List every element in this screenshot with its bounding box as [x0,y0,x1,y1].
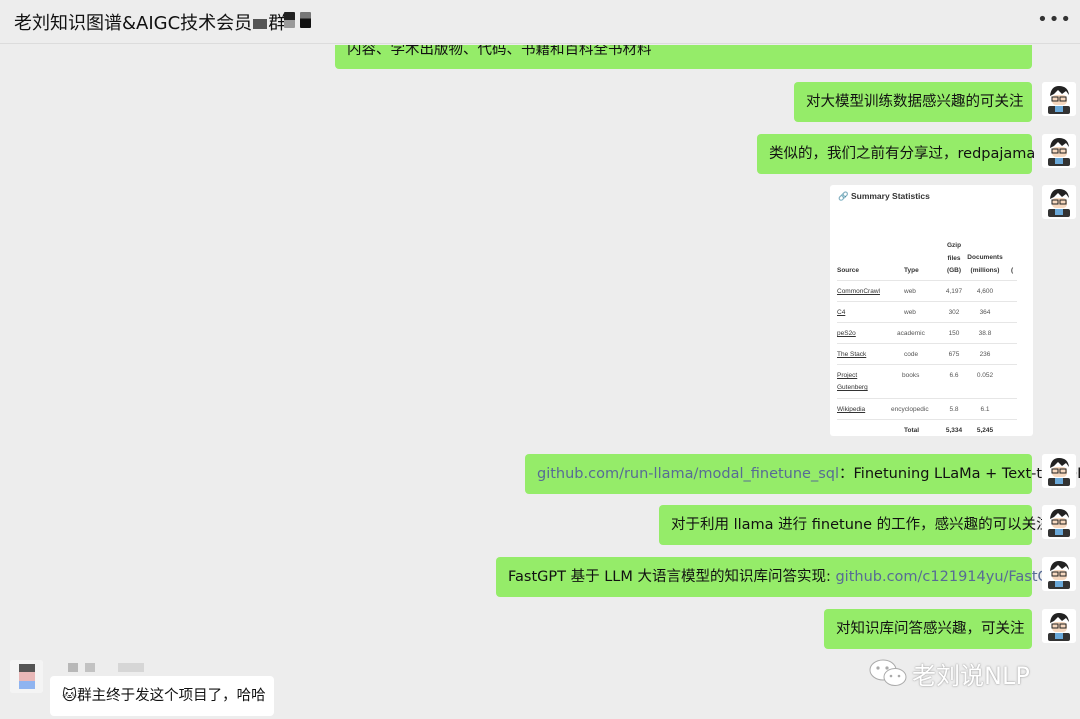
avatar[interactable] [10,660,43,693]
sender-name-blurred [54,663,149,673]
column-header: Type [904,267,919,274]
avatar[interactable] [1042,609,1076,643]
cartoon-avatar-icon [1042,134,1076,168]
cartoon-avatar-icon [1042,454,1076,488]
table-cell: 5.8 [949,406,959,413]
column-header: Gzip files (GB) [946,242,962,274]
table-cell: C4 [837,309,846,316]
message-bubble[interactable]: FastGPT 基于 LLM 大语言模型的知识库问答实现: github.com… [496,557,1066,597]
message-text: 对知识库问答感兴趣，可关注 [836,621,1025,637]
avatar[interactable] [1042,454,1076,488]
table-cell: 6.1 [980,406,990,413]
table-cell: 4,600 [976,288,994,295]
table-cell: academic [897,330,925,337]
table-cell: 150 [948,330,960,337]
cartoon-avatar-icon [1042,505,1076,539]
blurred-group-count [300,12,311,28]
table-cell: Total [904,427,920,434]
message-bubble[interactable]: 对于利用 llama 进行 finetune 的工作，感兴趣的可以关注 [659,505,1051,545]
message-bubble[interactable]: 内容、学术出版物、代码、书籍和百科全书材料 [335,45,1032,69]
more-dots-icon[interactable]: ••• [1037,9,1072,30]
table-cell: 6.6 [949,372,959,379]
cartoon-avatar-icon [1042,609,1076,643]
wechat-logo-icon [869,659,907,686]
message-text: 内容、学术出版物、代码、书籍和百科全书材料 [347,45,652,58]
message-text: 对于利用 llama 进行 finetune 的工作，感兴趣的可以关注 [671,517,1051,533]
image-message[interactable]: 🔗 Summary Statistics Source Type Gzip fi… [830,185,1033,436]
avatar[interactable] [1042,134,1076,168]
blurred-name-fragment [253,19,268,29]
message-text: 对大模型训练数据感兴趣的可关注 [806,94,1024,110]
avatar[interactable] [1042,185,1076,219]
table-cell: peS2o [837,330,856,337]
message-bubble[interactable]: 🐱群主终于发这个项目了，哈哈 [50,676,274,716]
table-row: Project Gutenberg books 6.6 0.052 [837,364,1017,399]
table-row: C4 web 302 364 [837,301,1017,323]
table-cell: 5,334 [945,427,963,434]
table-cell: books [902,372,920,379]
table-cell: The Stack [837,351,867,358]
blurred-group-count [284,12,295,28]
image-heading: 🔗 Summary Statistics [838,191,930,201]
table-cell: encyclopedic [891,406,929,413]
table-cell: 5,245 [976,427,994,434]
pixelated-avatar-icon [10,660,43,693]
table-row: Wikipedia encyclopedic 5.8 6.1 [837,398,1017,420]
table-cell: code [904,351,919,358]
cartoon-avatar-icon [1042,557,1076,591]
table-cell: 364 [979,309,991,316]
cat-emoji-icon: 🐱 [62,688,78,704]
table-cell: 675 [948,351,960,358]
table-row: CommonCrawl web 4,197 4,600 [837,280,1017,302]
message-text: ：Finetuning LLaMa + Text-to-SQL [839,466,1080,482]
table-cell: 4,197 [945,288,963,295]
column-header: ( [1011,267,1014,274]
message-link[interactable]: github.com/run-llama/modal_finetune_sql [537,466,840,482]
table-row: The Stack code 675 236 [837,343,1017,365]
column-header: Documents (millions) [967,254,1003,274]
avatar[interactable] [1042,82,1076,116]
cartoon-avatar-icon [1042,82,1076,116]
message-text: 群主终于发这个项目了，哈哈 [77,688,266,704]
chat-title[interactable]: 老刘知识图谱&AIGC技术会员群 [14,13,287,34]
message-bubble[interactable]: 对知识库问答感兴趣，可关注 [824,609,1032,649]
message-text: 类似的，我们之前有分享过，redpajama [769,146,1036,162]
table-total-row: Total 5,334 5,245 [837,419,1017,436]
table-cell: 236 [979,351,991,358]
column-header: Source [837,267,860,274]
chat-message-list[interactable]: 内容、学术出版物、代码、书籍和百科全书材料 对大模型训练数据感兴趣的可关注 类似… [0,45,1080,719]
table-cell: 302 [948,309,960,316]
table-cell: Project Gutenberg [837,372,868,391]
message-bubble[interactable]: 对大模型训练数据感兴趣的可关注 [794,82,1032,122]
table-cell: Wikipedia [837,406,866,413]
table-cell: web [904,309,916,316]
link-icon: 🔗 [838,191,851,201]
message-bubble[interactable]: 类似的，我们之前有分享过，redpajama [757,134,1036,174]
message-bubble[interactable]: github.com/run-llama/modal_finetune_sql：… [525,454,1080,494]
avatar[interactable] [1042,557,1076,591]
message-text: FastGPT 基于 LLM 大语言模型的知识库问答实现: [508,569,836,585]
table-cell: 0.052 [976,372,994,379]
table-cell: 38.8 [978,330,992,337]
cartoon-avatar-icon [1042,185,1076,219]
chat-header: 老刘知识图谱&AIGC技术会员群 ••• [0,0,1080,44]
table-cell: CommonCrawl [837,288,880,295]
message-link[interactable]: github.com/c121914yu/FastGPT [835,569,1067,585]
avatar[interactable] [1042,505,1076,539]
table-row: peS2o academic 150 38.8 [837,322,1017,344]
table-cell: web [904,288,916,295]
